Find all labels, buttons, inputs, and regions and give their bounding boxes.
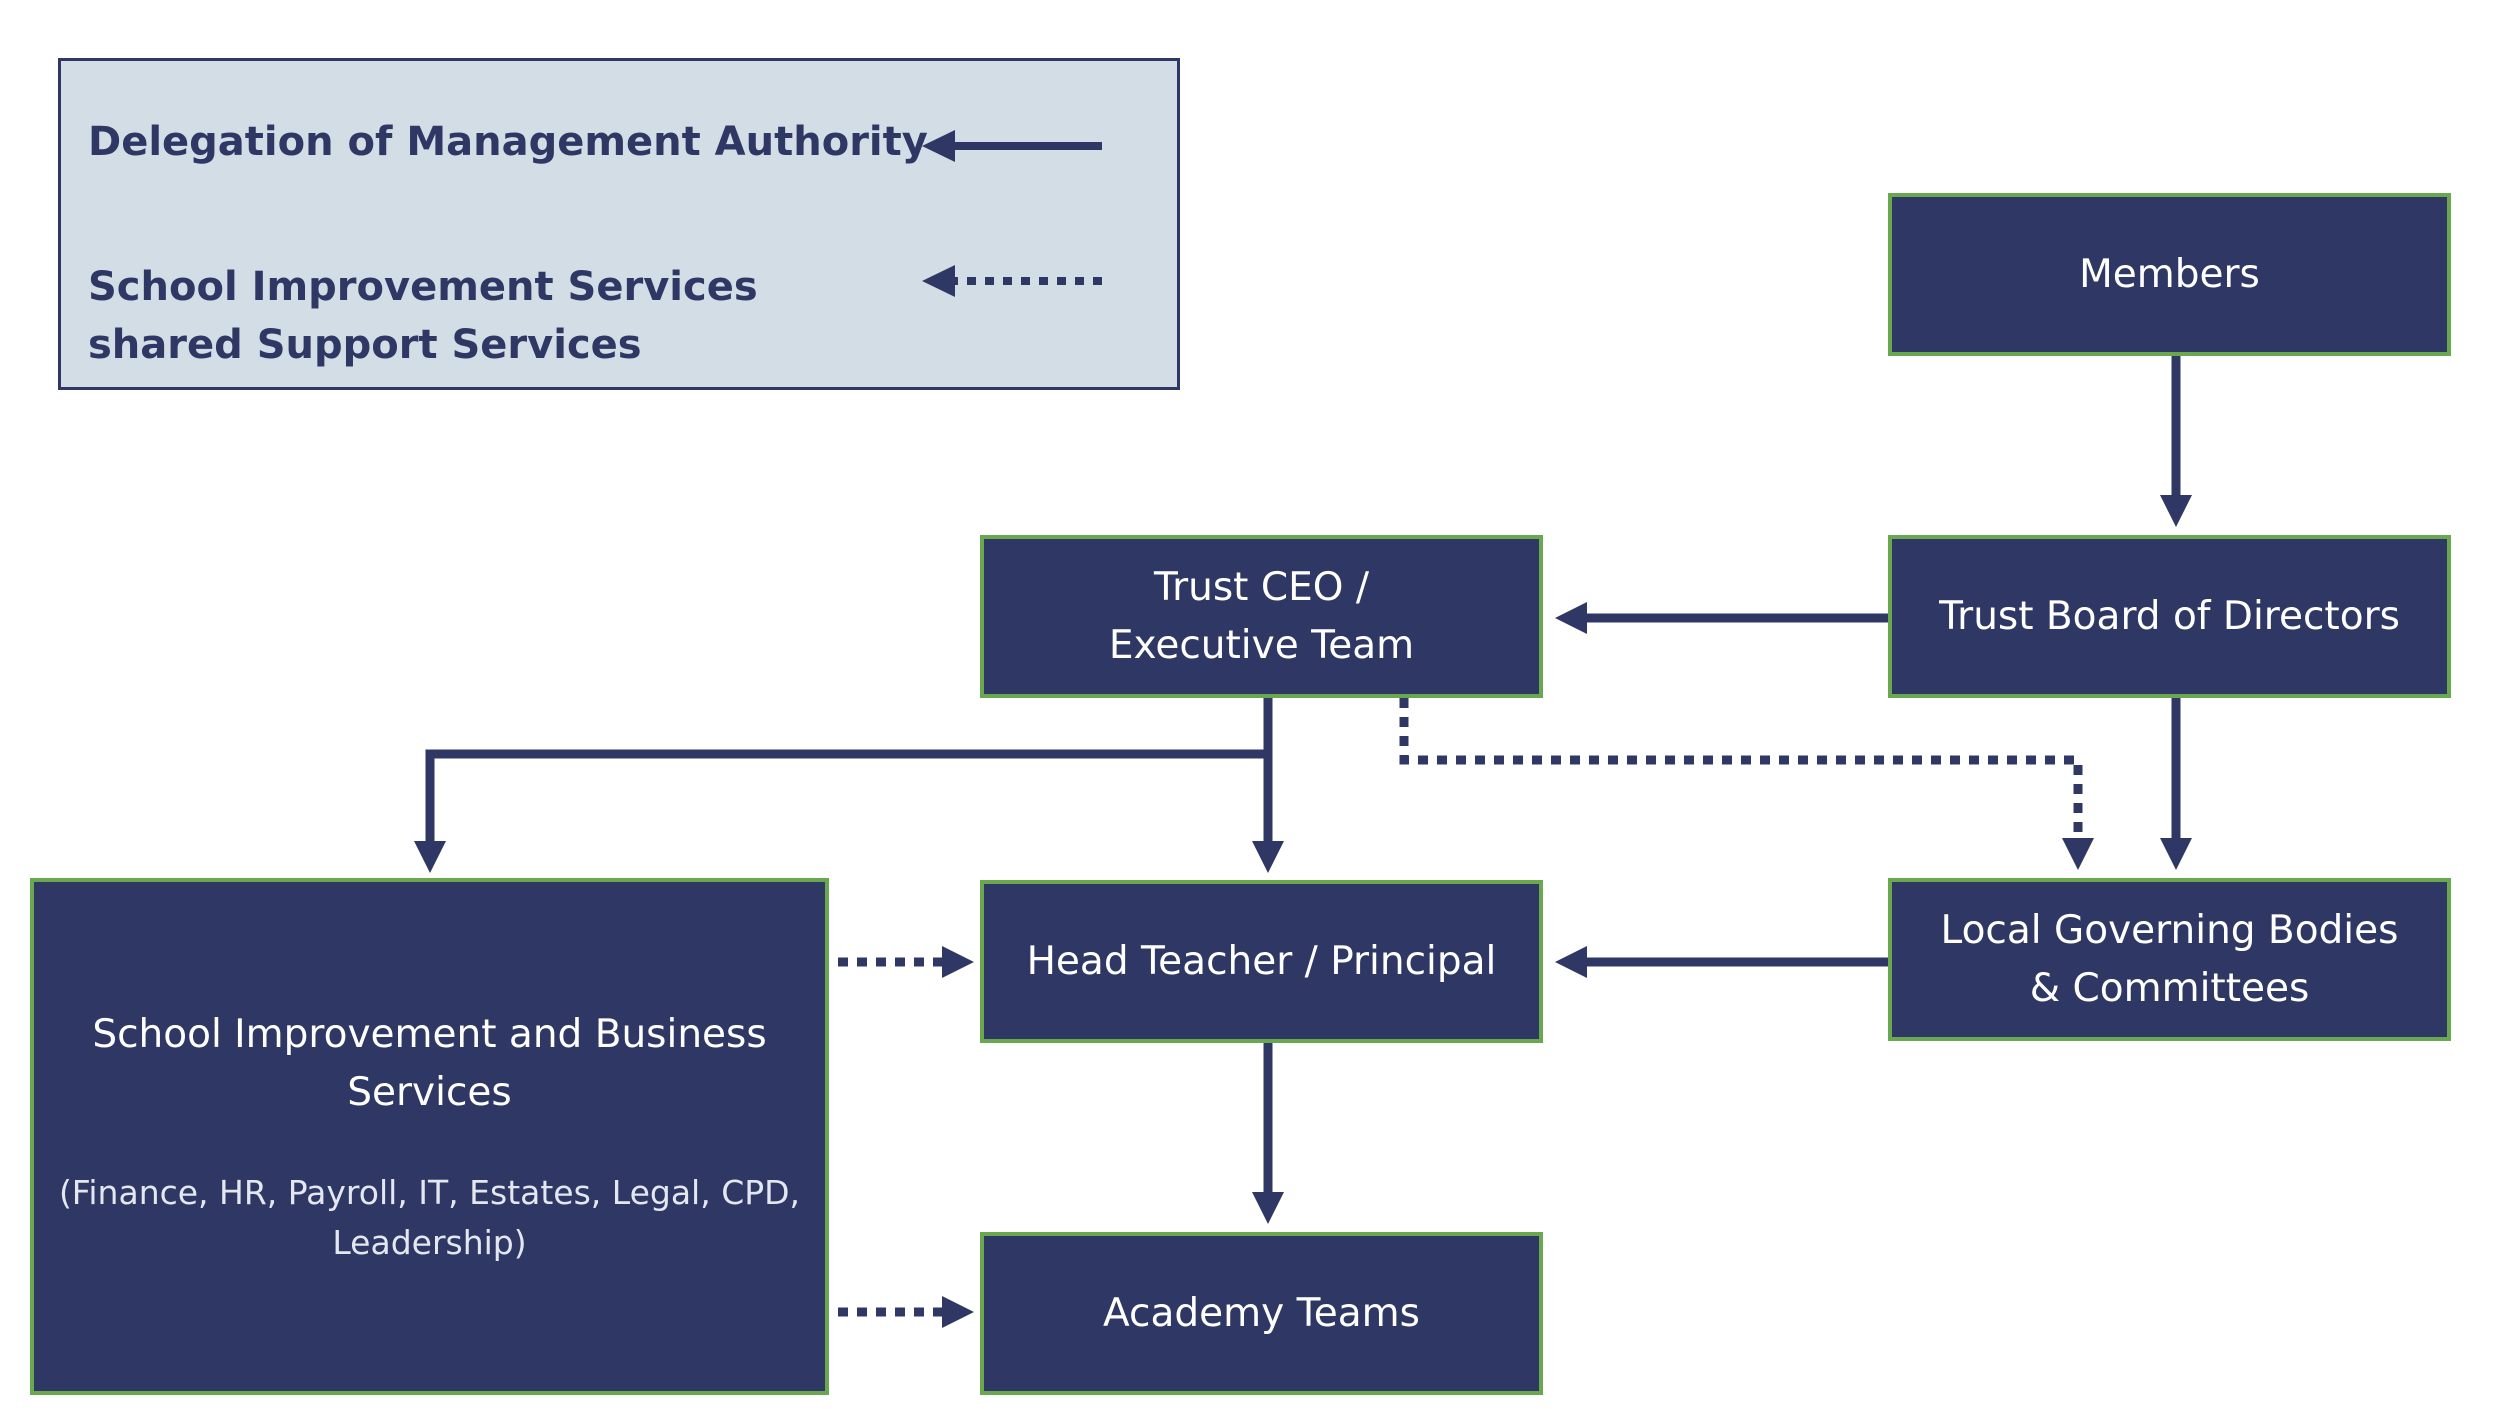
arrow-head-teacher-to-academy-teams (1252, 1043, 1284, 1224)
arrow-ceo-to-services (414, 749, 1268, 873)
arrow-ceo-to-head-teacher (1252, 698, 1284, 873)
node-trust-ceo: Trust CEO / Executive Team (980, 535, 1543, 698)
node-academy-teams: Academy Teams (980, 1232, 1543, 1395)
arrow-members-to-board (2160, 356, 2192, 527)
node-members: Members (1888, 193, 2451, 356)
dotted-arrow-services-to-head-teacher (838, 946, 974, 978)
node-local-governing-bodies: Local Governing Bodies & Committees (1888, 878, 2451, 1041)
node-head-teacher: Head Teacher / Principal (980, 880, 1543, 1043)
node-head-teacher-label: Head Teacher / Principal (1026, 938, 1497, 984)
dotted-arrow-services-to-academy-teams (838, 1296, 974, 1328)
node-trust-board: Trust Board of Directors (1888, 535, 2451, 698)
node-services-title: School Improvement and Business Services (92, 1011, 767, 1115)
node-members-label: Members (2079, 251, 2260, 297)
legend-shared-services-label: School Improvement Services shared Suppo… (88, 264, 758, 368)
node-academy-teams-label: Academy Teams (1103, 1290, 1420, 1336)
node-local-governing-bodies-label: Local Governing Bodies & Committees (1940, 907, 2399, 1011)
legend: Delegation of Management Authority Schoo… (58, 58, 1180, 390)
node-trust-ceo-label: Trust CEO / Executive Team (1108, 564, 1415, 668)
node-trust-board-label: Trust Board of Directors (1939, 593, 2400, 639)
legend-dotted-arrow (922, 265, 1102, 297)
legend-delegation-label: Delegation of Management Authority (88, 119, 928, 165)
arrow-lgb-to-head-teacher (1555, 946, 1888, 978)
arrow-board-to-ceo (1555, 602, 1888, 634)
legend-solid-arrow (922, 130, 1102, 162)
dotted-arrow-ceo-to-lgb (1399, 698, 2094, 870)
node-school-improvement-services: School Improvement and Business Services… (30, 878, 829, 1395)
node-services-subtitle: (Finance, HR, Payroll, IT, Estates, Lega… (58, 1172, 801, 1262)
arrow-board-to-lgb (2160, 698, 2192, 870)
